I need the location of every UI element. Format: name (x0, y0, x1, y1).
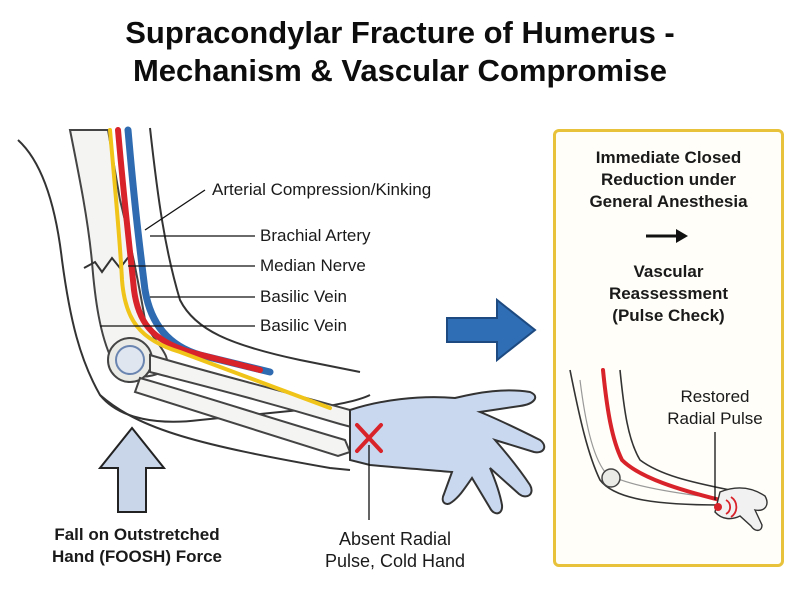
force-label: Fall on Outstretched Hand (FOOSH) Force (51, 525, 222, 566)
diagram-title: Supracondylar Fracture of Humerus - Mech… (0, 14, 800, 90)
leader-arterial-compression (144, 189, 206, 231)
absent-pulse-x-icon (355, 423, 383, 453)
upper-arm-inner-outline (149, 127, 361, 373)
treatment-step-1: Immediate Closed Reduction under General… (589, 148, 748, 211)
label-basilic-vein-2: Basilic Vein (260, 316, 347, 335)
absent-pulse-label: Absent Radial Pulse, Cold Hand (324, 529, 466, 571)
transition-arrow (446, 297, 537, 363)
median-nerve-line (108, 128, 332, 410)
inset-arm-outline (569, 369, 756, 521)
restored-pulse-label: Restored Radial Pulse (667, 387, 763, 428)
force-arrow (97, 426, 167, 513)
title-line-2: Mechanism & Vascular Compromise (132, 53, 668, 88)
label-basilic-vein-1: Basilic Vein (260, 287, 347, 306)
pulse-dot-icon (714, 503, 722, 511)
label-brachial-artery: Brachial Artery (260, 226, 371, 245)
title-line-1: Supracondylar Fracture of Humerus - (125, 15, 675, 50)
hand (349, 389, 546, 515)
label-median-nerve: Median Nerve (260, 256, 366, 275)
inset-artery-line (601, 368, 722, 502)
treatment-step-2: Vascular Reassessment (Pulse Check) (608, 262, 729, 325)
brachial-artery-line (115, 127, 263, 373)
inset-hand (714, 487, 768, 532)
ulna-bone (133, 376, 352, 458)
label-arterial-compression: Arterial Compression/Kinking (212, 180, 432, 199)
